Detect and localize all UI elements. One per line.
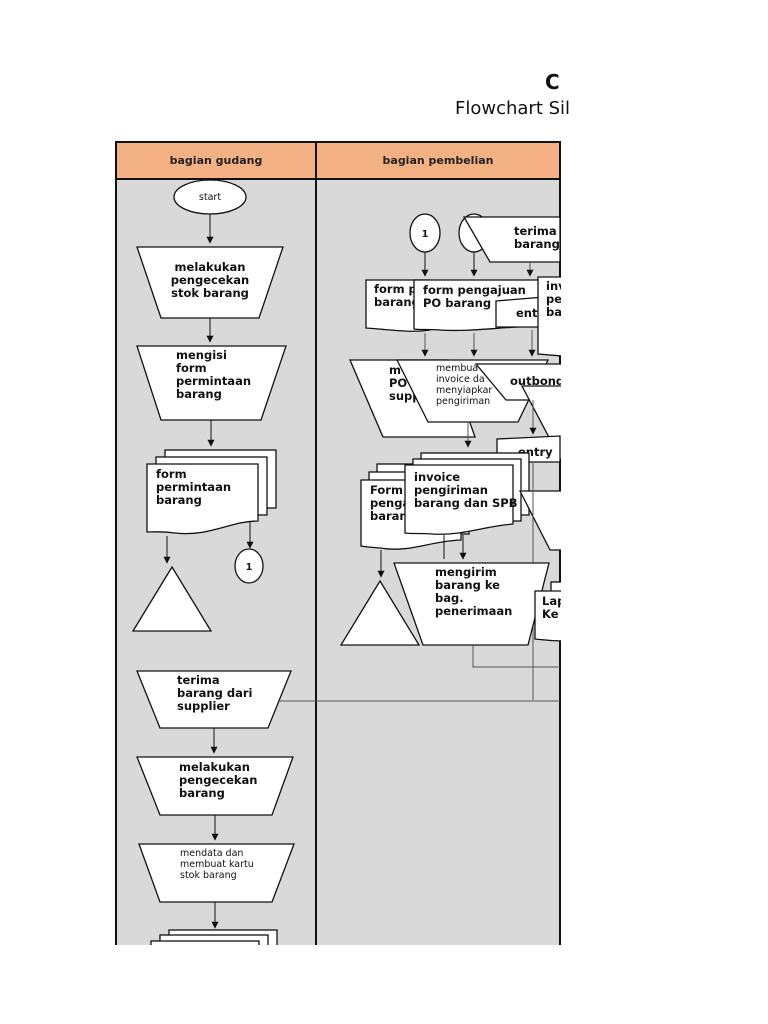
label-line: pengecekan — [171, 273, 249, 287]
label-line: invoice — [414, 470, 460, 484]
label-line: barang — [176, 387, 222, 401]
document-invoice-partial[interactable]: inv pe ba — [537, 276, 561, 357]
label-line: mendata dan — [180, 848, 243, 859]
process-partial-shape — [520, 385, 561, 462]
label-line: permintaan — [156, 480, 231, 494]
label-line: permintaan — [176, 374, 251, 388]
label-line: m — [389, 363, 401, 377]
manual-entry-1[interactable]: ent — [495, 296, 546, 328]
lane-label-gudang: bagian gudang — [170, 154, 263, 167]
page-title: C — [545, 70, 560, 94]
label-line: outbond — [510, 374, 561, 388]
label-line: barang — [156, 493, 202, 507]
process-kartu-stok[interactable]: mendata dan membuat kartu stok barang — [138, 843, 295, 903]
label-line: terima — [177, 673, 220, 687]
page-subtitle: Flowchart Sil — [455, 98, 571, 119]
label-line: form — [156, 467, 187, 481]
label-line: pe — [546, 292, 561, 306]
document-laporan[interactable]: Lap Ke — [534, 581, 561, 642]
process-cek-stok[interactable]: melakukan pengecekan stok barang — [136, 246, 284, 319]
offpage-connector-1[interactable]: 1 — [234, 548, 264, 584]
label-line: terima — [514, 224, 557, 238]
flowchart: bagian gudang bagian pembelian start mel… — [115, 141, 561, 945]
offpage-connector-1-pembelian[interactable]: 1 — [409, 213, 441, 253]
archive-triangle-icon — [339, 579, 421, 646]
process-cek-barang[interactable]: melakukan pengecekan barang — [136, 756, 294, 816]
label-line: pengiriman — [414, 483, 488, 497]
label-line: form — [176, 361, 207, 375]
label-line: penga — [370, 496, 410, 510]
connector-label: 1 — [422, 229, 429, 240]
label-line: Ke — [542, 607, 559, 621]
document-kartu-stok[interactable] — [150, 929, 278, 945]
label-line: barang dan SPB — [414, 496, 518, 510]
label-line: pengiriman — [436, 396, 490, 407]
label-line: ba — [546, 305, 561, 319]
label-line: Form — [370, 483, 403, 497]
label-line: form p — [374, 282, 417, 296]
label-line: stok barang — [180, 870, 237, 881]
process-kirim-barang[interactable]: mengirim barang ke bag. penerimaan — [393, 562, 550, 646]
label-line: mengirim — [435, 565, 497, 579]
label-line: mengisi — [176, 348, 227, 362]
start-terminator[interactable]: start — [173, 179, 247, 215]
label-line: bag. — [435, 591, 464, 605]
label-line: Lap — [542, 594, 561, 608]
flowchart-viewport: bagian gudang bagian pembelian start mel… — [115, 141, 561, 945]
label-line: menyiapkar — [436, 385, 492, 396]
label-line: melakukan — [179, 760, 250, 774]
label-line: membuat kartu — [180, 859, 254, 870]
document-form-permintaan[interactable]: form permintaan barang — [146, 449, 277, 535]
process-isi-form[interactable]: mengisi form permintaan barang — [136, 345, 287, 421]
label-line: barang — [374, 295, 420, 309]
label-line: pengecekan — [179, 773, 257, 787]
label-line: barang — [514, 237, 560, 251]
label-line: PO — [389, 376, 407, 390]
connector-label: 1 — [246, 562, 253, 573]
process-partial-shape — [518, 490, 561, 551]
archive-triangle-icon — [131, 565, 213, 632]
lane-label-pembelian: bagian pembelian — [383, 154, 494, 167]
document-invoice-spb[interactable]: invoice pengiriman barang dan SPB — [404, 452, 530, 535]
label-line: stok barang — [171, 286, 249, 300]
label-line: supplier — [177, 699, 230, 713]
label-line: inv — [546, 279, 561, 293]
label-line: penerimaan — [435, 604, 512, 618]
label-line: barang dari — [177, 686, 252, 700]
start-label: start — [199, 192, 221, 203]
label-line: melakukan — [175, 260, 246, 274]
label-line: PO barang — [423, 296, 491, 310]
label-line: membua — [436, 363, 478, 374]
label-line: invoice da — [436, 374, 485, 385]
label-line: baran — [370, 509, 408, 523]
connector-line — [472, 645, 560, 668]
label-line: barang ke — [435, 578, 500, 592]
label-line: form pengajuan — [423, 283, 526, 297]
label-line: ent — [516, 306, 538, 320]
manual-input-terima-barang[interactable]: terima barang — [462, 216, 561, 263]
process-terima-barang[interactable]: terima barang dari supplier — [136, 670, 292, 729]
label-line: barang — [179, 786, 225, 800]
